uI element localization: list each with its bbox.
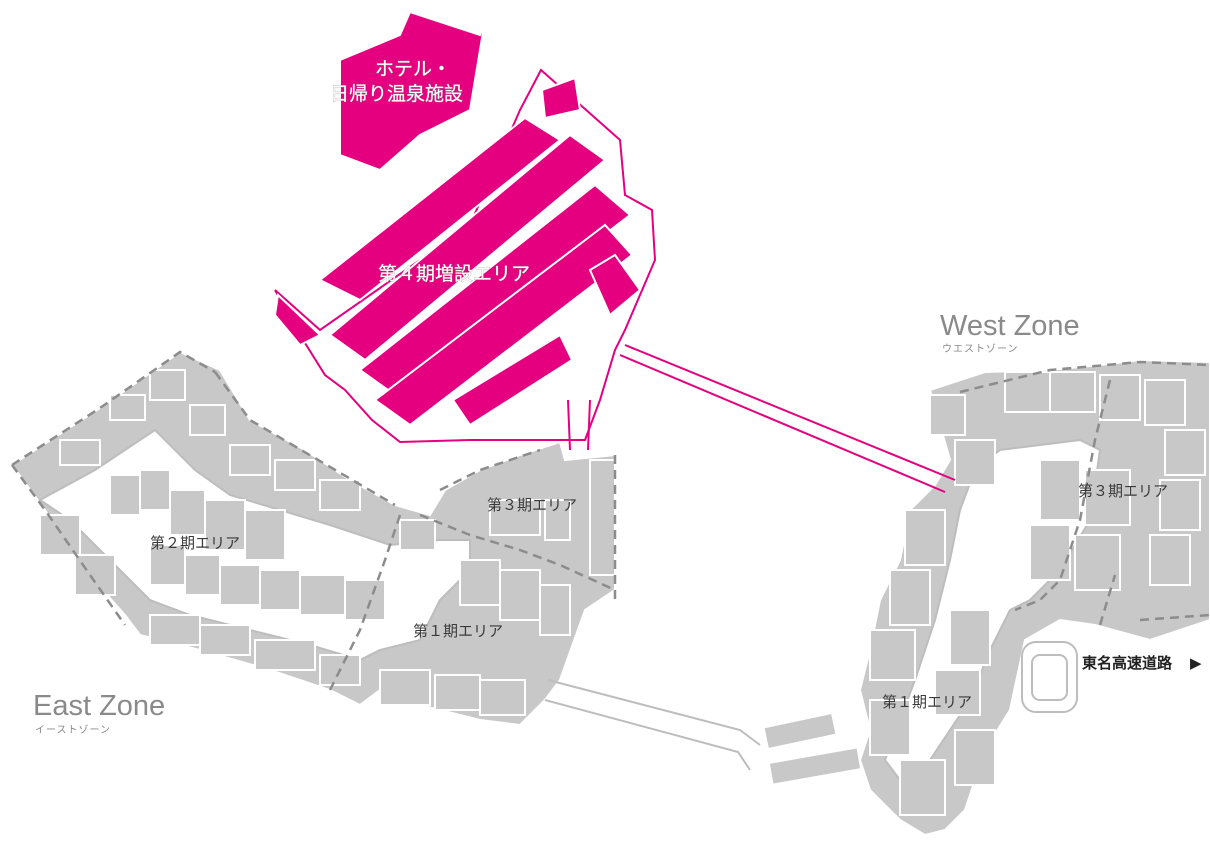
west-phase-boundaries	[959, 360, 1210, 626]
expressway-label: 東名高速道路	[1082, 654, 1173, 672]
phase4-expansion-area	[273, 10, 956, 493]
east-phase-boundaries	[10, 350, 617, 691]
east-phase1-label: 第１期エリア	[413, 622, 503, 640]
hotel-label-line1: ホテル・	[375, 58, 451, 80]
east-store-blocks	[39, 369, 616, 716]
west-zone-buildings	[858, 358, 1210, 837]
phase4-label: 第４期増設エリア	[378, 263, 530, 285]
west-zone-title: West Zone	[940, 310, 1080, 342]
west-phase1-label: 第１期エリア	[882, 693, 972, 711]
east-zone-kana: イーストゾーン	[35, 724, 111, 736]
triangle-right-arrow-icon: ▶	[1190, 654, 1202, 672]
east-zone-title: East Zone	[33, 690, 165, 722]
east-phase3-label: 第３期エリア	[487, 496, 577, 514]
west-phase3-label: 第３期エリア	[1078, 482, 1168, 500]
east-phase2-label: 第２期エリア	[150, 534, 240, 552]
east-west-walkway	[544, 679, 863, 786]
east-zone-buildings	[10, 350, 617, 727]
west-zone-kana: ウエストゾーン	[942, 343, 1019, 355]
hotel-building	[339, 10, 486, 172]
area-labels: ホテル・ 日帰り温泉施設 第４期増設エリア 第２期エリア 第３期エリア 第１期エ…	[33, 58, 1202, 736]
hotel-label-line2: 日帰り温泉施設	[330, 83, 463, 105]
interchange-outline	[1021, 641, 1078, 713]
west-store-blocks	[869, 371, 1206, 816]
